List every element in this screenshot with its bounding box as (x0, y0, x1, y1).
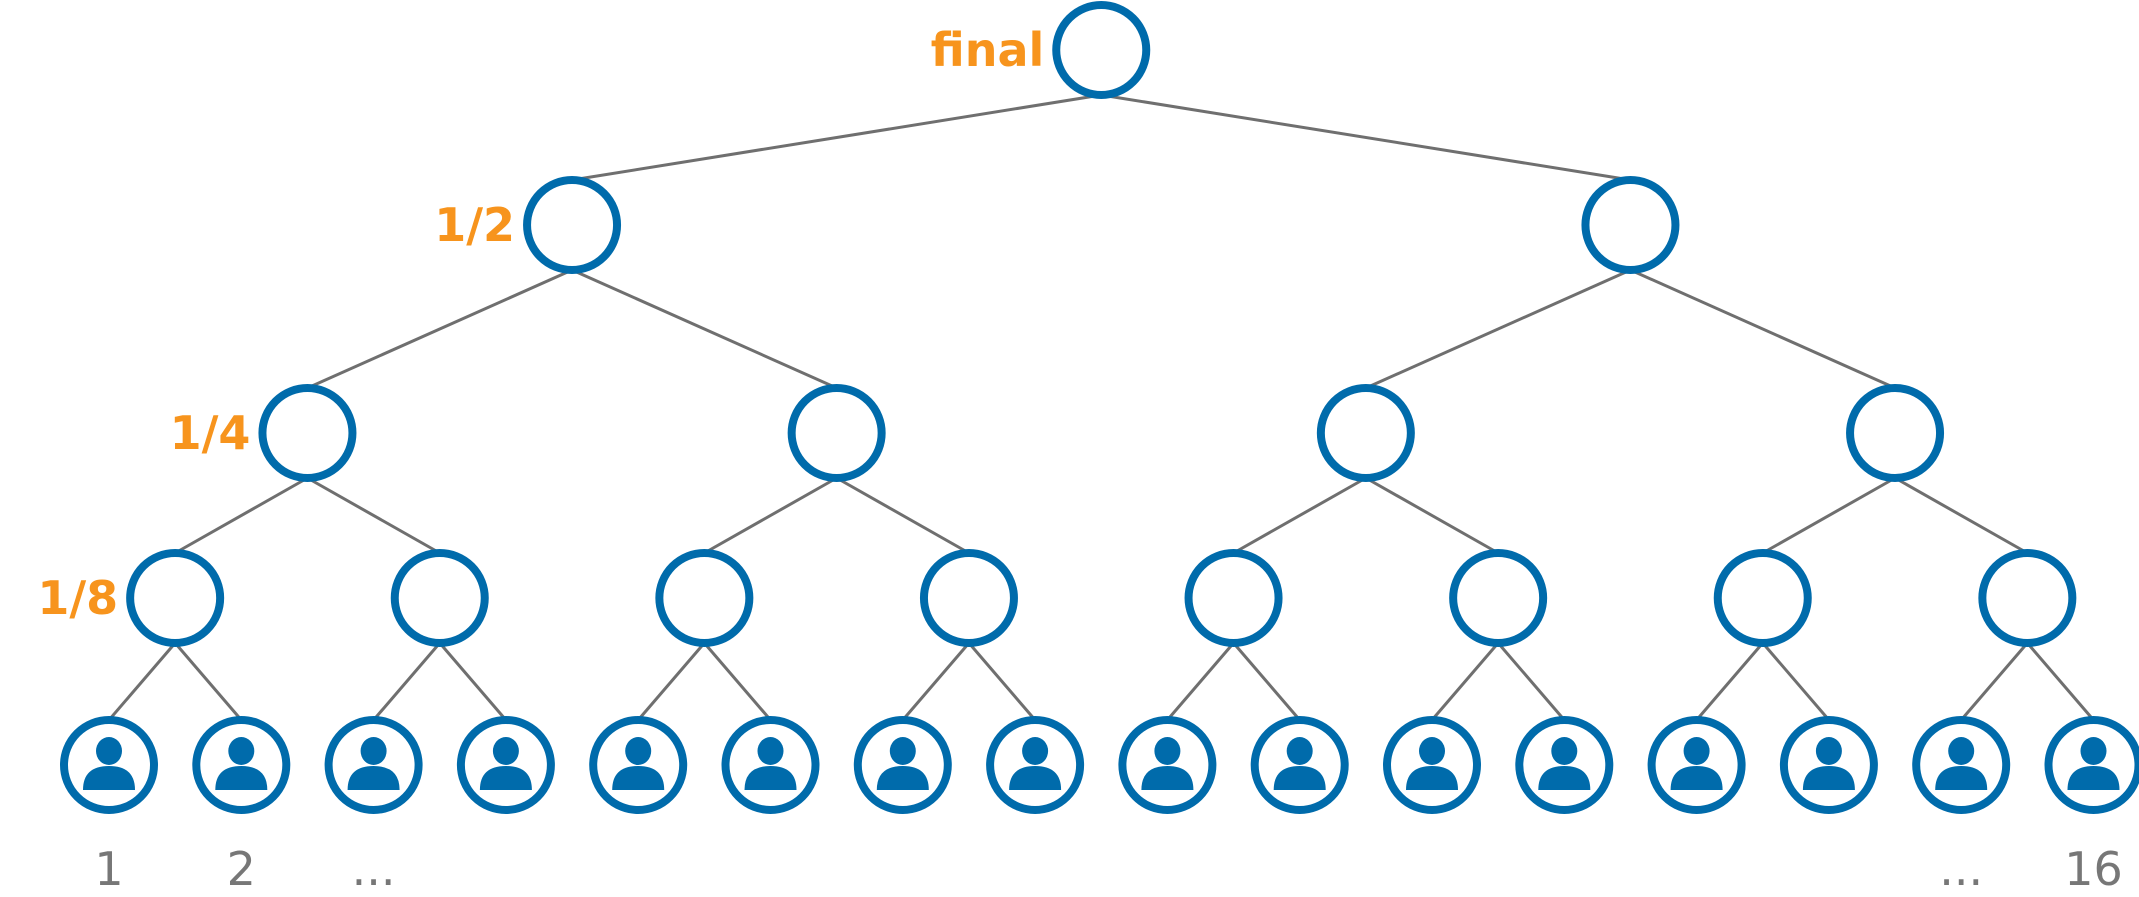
person-icon (1935, 737, 1988, 790)
match-node-1-8 (1978, 549, 2077, 647)
participant-node (1912, 716, 2011, 814)
participant-node (1647, 716, 1746, 814)
match-node-1-4 (1316, 384, 1415, 482)
participant-node (60, 716, 158, 814)
person-icon (1141, 737, 1194, 790)
participant-node (192, 716, 291, 814)
match-node-final (1052, 1, 1151, 99)
person-icon (1009, 737, 1062, 790)
person-icon (83, 737, 135, 790)
person-icon (1802, 737, 1855, 790)
bracket-edge (1365, 268, 1632, 390)
match-node-1-2 (523, 176, 622, 274)
person-icon (1273, 737, 1326, 790)
participant-label: 2 (227, 842, 256, 896)
participant-node (853, 716, 952, 814)
participant-label: 1 (94, 842, 123, 896)
bracket-edge (1166, 642, 1235, 721)
participant-labels: 1 2...... 16 (94, 842, 2122, 896)
bracket-edge (703, 476, 838, 555)
round-label: final (931, 23, 1045, 77)
participant-label: ... (1939, 842, 1983, 896)
participant-node (1250, 716, 1349, 814)
bracket-edges (107, 93, 2095, 721)
bracket-edge (637, 642, 706, 721)
bracket-edge (1430, 642, 1500, 721)
person-icon (1538, 737, 1591, 790)
bracket-edge (703, 642, 772, 721)
bracket-edge (1894, 476, 2029, 555)
match-node-1-8 (390, 549, 489, 647)
match-node-1-8 (1713, 549, 1812, 647)
bracket-edge (1629, 268, 1896, 390)
bracket-edge (306, 476, 441, 555)
participant-node (1383, 716, 1481, 814)
bracket-edge (571, 93, 1102, 182)
bracket-edge (571, 268, 838, 390)
bracket-edge (438, 642, 508, 721)
person-icon (612, 737, 665, 790)
round-label: 1/8 (37, 571, 118, 625)
match-node-1-8 (919, 549, 1018, 647)
match-node-1-4 (787, 384, 886, 482)
participant-node (986, 716, 1085, 814)
bracket-edge (174, 476, 309, 555)
bracket-edge (372, 642, 441, 721)
person-icon (2067, 737, 2120, 790)
bracket-edge (967, 642, 1037, 721)
bracket-edge (107, 642, 177, 721)
bracket-edge (306, 268, 573, 390)
participant-node (1779, 716, 1878, 814)
person-icon (1670, 737, 1723, 790)
person-icon (479, 737, 532, 790)
bracket-nodes (60, 1, 2139, 814)
participant-node (324, 716, 423, 814)
match-node-1-4 (1846, 384, 1945, 482)
participant-node (2044, 716, 2139, 814)
round-labels: final 1/2 1/4 1/8 (37, 23, 1044, 625)
person-icon (744, 737, 797, 790)
participant-label: ... (352, 842, 396, 896)
participant-node (1515, 716, 1614, 814)
person-icon (215, 737, 268, 790)
person-icon (876, 737, 929, 790)
bracket-edge (2026, 642, 2095, 721)
bracket-edge (174, 642, 243, 721)
bracket-edge (1960, 642, 2029, 721)
bracket-edge (901, 642, 971, 721)
participant-node (1118, 716, 1217, 814)
participant-node (589, 716, 688, 814)
bracket-edge (1497, 642, 1566, 721)
match-node-1-8 (126, 549, 225, 647)
bracket-edge (1232, 642, 1301, 721)
match-node-1-8 (1449, 549, 1548, 647)
match-node-1-8 (655, 549, 754, 647)
person-icon (347, 737, 400, 790)
round-label: 1/4 (170, 406, 251, 460)
round-label: 1/2 (434, 198, 515, 252)
participant-node (456, 716, 555, 814)
bracket-edge (1761, 642, 1831, 721)
bracket-edge (1365, 476, 1499, 555)
bracket-edge (1695, 642, 1764, 721)
participant-label: 16 (2064, 842, 2123, 896)
bracket-edge (1101, 93, 1631, 182)
person-icon (1406, 737, 1458, 790)
bracket-edge (835, 476, 970, 555)
match-node-1-8 (1184, 549, 1283, 647)
match-node-1-2 (1581, 176, 1680, 274)
match-node-1-4 (258, 384, 357, 482)
participant-node (721, 716, 820, 814)
bracket-edge (1232, 476, 1367, 555)
bracket-edge (1762, 476, 1896, 555)
